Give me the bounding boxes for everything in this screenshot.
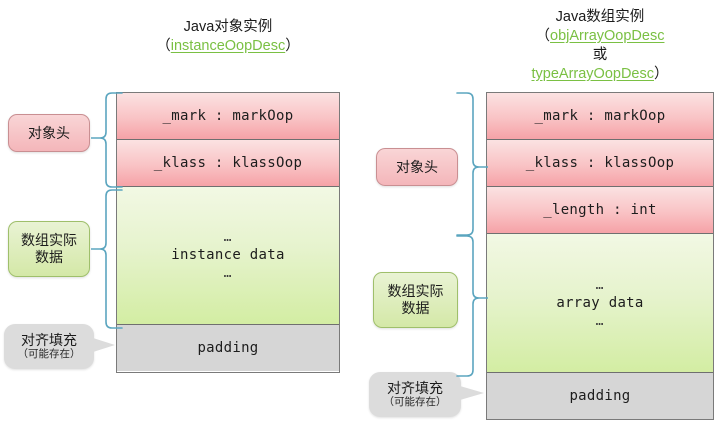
right-row-mark: _mark : markOop <box>487 93 713 140</box>
right-tag-actual-data-line1: 数组实际 <box>387 283 444 299</box>
left-tag-actual-data-line1: 数组实际 <box>21 232 77 248</box>
right-tag-padding-main: 对齐填充 <box>387 380 443 396</box>
right-array-layout: _mark : markOop _klass : klassOop _lengt… <box>486 92 714 420</box>
left-object-layout: _mark : markOop _klass : klassOop … inst… <box>116 92 340 373</box>
right-array-dots-top: … <box>595 277 605 293</box>
left-instance-dots-top: … <box>223 230 233 245</box>
right-brace-actual-data <box>456 235 488 377</box>
right-diagram-title: Java数组实例 （objArrayOopDesc 或 typeArrayOop… <box>486 8 714 84</box>
left-tag-object-header: 对象头 <box>8 114 90 152</box>
left-row-mark-label: _mark : markOop <box>162 108 294 124</box>
right-row-klass-label: _klass : klassOop <box>525 155 675 171</box>
right-row-length-label: _length : int <box>543 202 657 218</box>
left-row-padding-label: padding <box>197 340 259 356</box>
right-tag-object-header-label: 对象头 <box>396 158 438 175</box>
right-title-or: 或 <box>592 47 608 63</box>
right-title-open-paren: （ <box>535 28 551 44</box>
left-brace-actual-data <box>91 189 123 329</box>
left-row-klass: _klass : klassOop <box>117 140 339 187</box>
left-tag-padding-main: 对齐填充 <box>21 332 77 348</box>
left-row-mark: _mark : markOop <box>117 93 339 140</box>
right-row-padding: padding <box>487 373 713 419</box>
left-tag-actual-data: 数组实际 数据 <box>8 221 90 277</box>
right-title-type-link-1[interactable]: objArrayOopDesc <box>550 28 665 44</box>
right-tag-actual-data-line2: 数据 <box>401 300 430 316</box>
right-array-dots-bottom: … <box>595 313 605 329</box>
right-row-klass: _klass : klassOop <box>487 140 713 187</box>
right-tag-actual-data: 数组实际 数据 <box>373 272 458 328</box>
right-tag-padding-sub: （可能存在） <box>383 396 447 408</box>
left-row-klass-label: _klass : klassOop <box>153 155 303 171</box>
right-row-length: _length : int <box>487 187 713 234</box>
left-row-instance-data: … instance data … <box>117 187 339 325</box>
left-diagram-title: Java对象实例 （instanceOopDesc） <box>116 18 340 56</box>
left-tag-padding: 对齐填充 （可能存在） <box>4 324 94 369</box>
left-title-open-paren: （ <box>156 38 171 54</box>
left-title-heading: Java对象实例 <box>183 19 273 35</box>
right-title-close-paren: ） <box>654 66 669 82</box>
right-row-array-data: … array data … <box>487 234 713 373</box>
right-padding-callout-tail <box>460 386 484 400</box>
left-tag-actual-data-line2: 数据 <box>35 249 63 265</box>
right-tag-padding: 对齐填充 （可能存在） <box>369 372 461 417</box>
right-row-padding-label: padding <box>569 388 631 404</box>
right-brace-object-header <box>456 92 488 236</box>
right-tag-object-header: 对象头 <box>376 148 458 186</box>
right-title-type-link-2[interactable]: typeArrayOopDesc <box>531 66 655 82</box>
left-instance-dots-bottom: … <box>223 266 233 281</box>
left-title-close-paren: ） <box>285 38 300 54</box>
right-title-heading: Java数组实例 <box>555 9 645 25</box>
left-padding-callout-tail <box>93 338 115 352</box>
right-row-array-data-label: array data <box>556 294 644 311</box>
left-title-type-link[interactable]: instanceOopDesc <box>170 38 286 54</box>
left-row-padding: padding <box>117 325 339 371</box>
left-tag-object-header-label: 对象头 <box>28 124 70 141</box>
left-tag-padding-sub: （可能存在） <box>17 348 81 360</box>
left-row-instance-data-label: instance data <box>171 247 285 263</box>
right-row-mark-label: _mark : markOop <box>534 108 666 124</box>
left-brace-object-header <box>91 92 123 188</box>
